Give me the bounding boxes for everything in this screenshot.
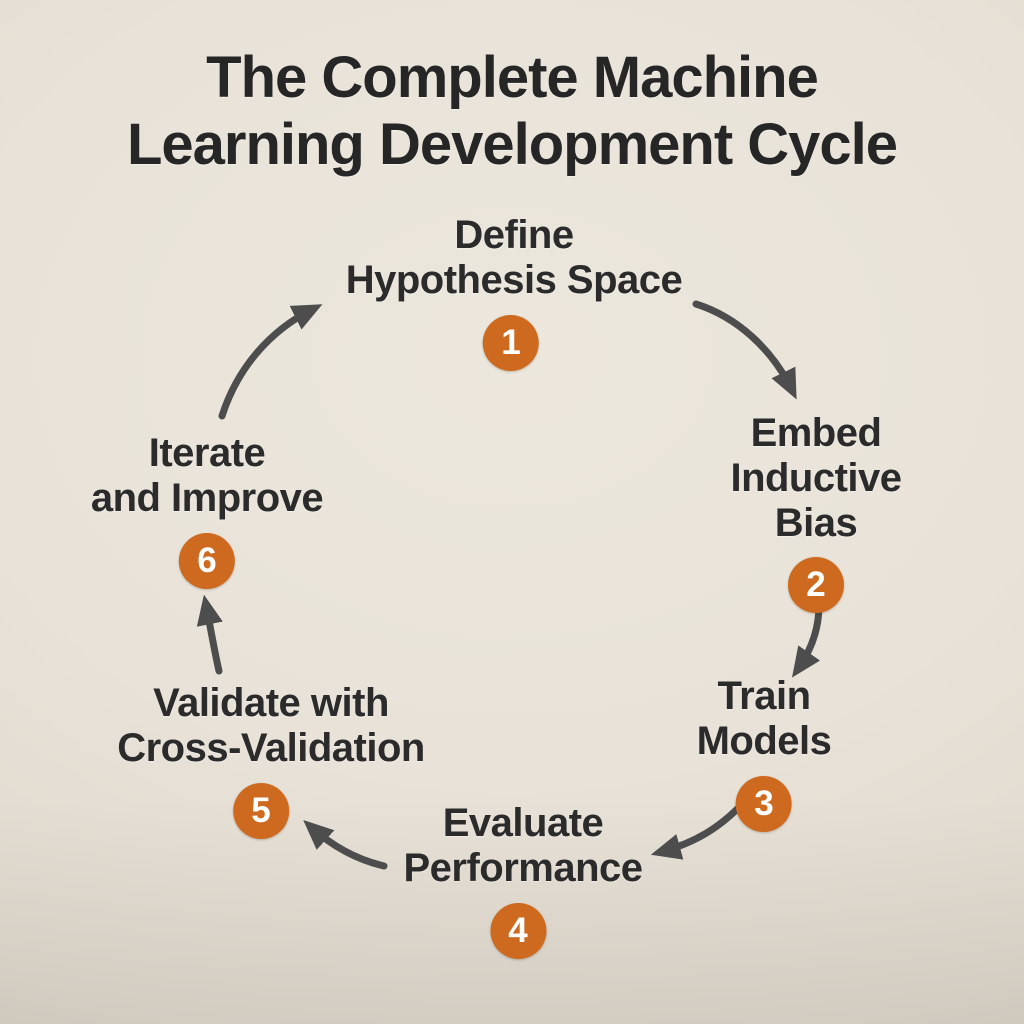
step-define-hypothesis-space: Define Hypothesis Space 1	[346, 213, 683, 371]
arrow-5-to-6-icon	[196, 594, 223, 675]
arrow-6-to-1-icon	[218, 304, 323, 420]
step-embed-inductive-bias: Embed Inductive Bias 2	[712, 411, 920, 614]
step-number-badge: 2	[788, 557, 844, 614]
arrow-4-to-5-icon	[303, 819, 388, 870]
step-number-badge: 4	[490, 902, 546, 959]
step-iterate-and-improve: Iterate and Improve 6	[90, 431, 324, 589]
step-evaluate-performance: Evaluate Performance 4	[403, 801, 643, 959]
step-label: Train Models	[696, 674, 832, 763]
step-label: Iterate and Improve	[90, 431, 324, 520]
step-label: Evaluate Performance	[403, 801, 643, 890]
diagram-title: The Complete Machine Learning Developmen…	[126, 45, 898, 177]
step-validate-with-cross-validation: Validate with Cross-Validation 5	[117, 681, 425, 839]
step-number-badge: 1	[482, 314, 539, 371]
step-number-badge: 6	[179, 532, 235, 589]
step-label: Validate with Cross-Validation	[117, 681, 425, 770]
arrow-1-to-2-icon	[692, 300, 797, 400]
step-label: Define Hypothesis Space	[345, 213, 683, 302]
step-train-models: Train Models 3	[697, 674, 832, 832]
step-number-badge: 3	[735, 775, 792, 832]
step-number-badge: 5	[233, 782, 289, 839]
step-label: Embed Inductive Bias	[730, 411, 902, 545]
